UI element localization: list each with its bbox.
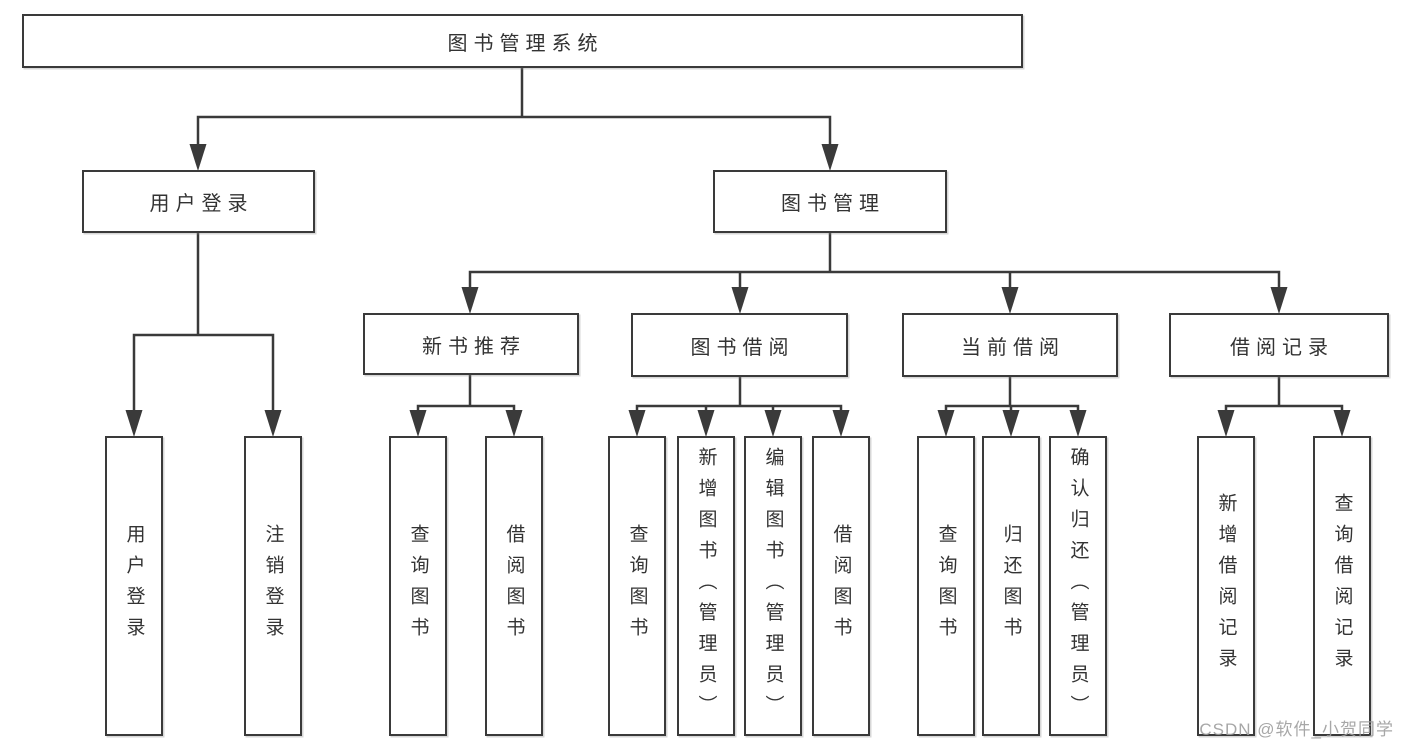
leaf-query-books-current-label: 查询图书	[935, 524, 957, 648]
leaf-add-borrow-record: 新增借阅记录	[1197, 436, 1255, 736]
arrowheads	[125, 144, 1351, 437]
leaf-user-login: 用户登录	[105, 436, 163, 736]
leaf-user-login-label: 用户登录	[123, 524, 145, 648]
leaf-logout-label: 注销登录	[262, 524, 284, 648]
leaf-edit-book-admin: 编辑图书（管理员）	[744, 436, 802, 736]
leaf-borrow-books-recommend: 借阅图书	[485, 436, 543, 736]
leaf-query-books-borrow-label: 查询图书	[626, 524, 648, 648]
leaf-return-book-label: 归还图书	[1000, 524, 1022, 648]
node-new-book-recommend: 新书推荐	[363, 313, 579, 375]
leaf-query-books-current: 查询图书	[917, 436, 975, 736]
node-user-login: 用户登录	[82, 170, 315, 233]
leaf-return-book: 归还图书	[982, 436, 1040, 736]
leaf-add-book-admin-label: 新增图书（管理员）	[695, 446, 717, 726]
leaf-add-borrow-record-label: 新增借阅记录	[1215, 493, 1237, 679]
node-book-borrow: 图书借阅	[631, 313, 848, 377]
node-new-book-recommend-label: 新书推荐	[422, 335, 526, 358]
leaf-query-books-recommend-label: 查询图书	[407, 524, 429, 648]
connector-bookborrow-to-leaves	[635, 377, 843, 414]
leaf-query-borrow-record: 查询借阅记录	[1313, 436, 1371, 736]
connector-root-to-level2	[196, 68, 832, 148]
leaf-query-books-borrow: 查询图书	[608, 436, 666, 736]
watermark: CSDN @软件_小贺同学	[1199, 720, 1394, 739]
node-root-library-system: 图书管理系统	[22, 14, 1023, 68]
connector-records-to-leaves	[1224, 377, 1344, 414]
leaf-query-books-recommend: 查询图书	[389, 436, 447, 736]
node-current-borrow: 当前借阅	[902, 313, 1118, 377]
leaf-confirm-return-admin-label: 确认归还（管理员）	[1067, 446, 1089, 726]
leaf-add-book-admin: 新增图书（管理员）	[677, 436, 735, 736]
connector-currentborrow-to-leaves	[944, 377, 1080, 414]
leaf-edit-book-admin-label: 编辑图书（管理员）	[762, 446, 784, 726]
connector-userlogin-to-leaves	[132, 233, 275, 414]
connector-bookmgmt-to-level3	[468, 233, 1281, 292]
node-current-borrow-label: 当前借阅	[961, 336, 1065, 359]
node-book-management: 图书管理	[713, 170, 947, 233]
leaf-query-borrow-record-label: 查询借阅记录	[1331, 493, 1353, 679]
node-root-label: 图书管理系统	[447, 32, 604, 55]
connector-newbook-to-leaves	[416, 375, 516, 414]
leaf-confirm-return-admin: 确认归还（管理员）	[1049, 436, 1107, 736]
leaf-borrow-books-recommend-label: 借阅图书	[503, 524, 525, 648]
node-book-management-label: 图书管理	[781, 193, 885, 215]
node-borrow-records: 借阅记录	[1169, 313, 1389, 377]
leaf-logout: 注销登录	[244, 436, 302, 736]
node-book-borrow-label: 图书借阅	[690, 336, 795, 359]
leaf-borrow-books-borrow-label: 借阅图书	[830, 524, 852, 648]
leaf-borrow-books-borrow: 借阅图书	[812, 436, 870, 736]
node-user-login-label: 用户登录	[149, 193, 254, 215]
node-borrow-records-label: 借阅记录	[1230, 336, 1334, 359]
